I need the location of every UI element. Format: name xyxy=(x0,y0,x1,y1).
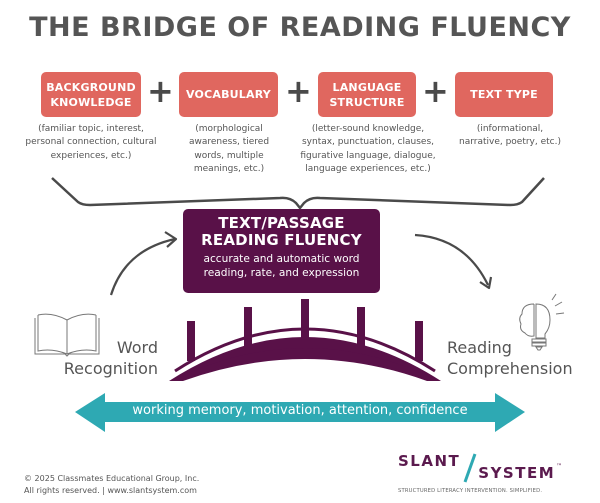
factor-label-line2: KNOWLEDGE xyxy=(50,95,132,109)
label-line1: Word xyxy=(116,338,158,357)
factor-vocabulary: VOCABULARY xyxy=(179,72,278,117)
label-line1: Reading xyxy=(447,338,512,357)
plus-icon: + xyxy=(422,72,449,110)
logo-word1: SLANT xyxy=(398,452,461,470)
desc-line: language experiences, etc.) xyxy=(305,163,431,174)
label-line2: Recognition xyxy=(63,359,158,378)
factor-label-line1: BACKGROUND xyxy=(46,80,136,94)
desc-line: meanings, etc.) xyxy=(193,163,265,174)
desc-line: (letter-sound knowledge, xyxy=(311,124,425,134)
plus-icon: + xyxy=(147,72,174,110)
factor-description: (morphological awareness, tiered words, … xyxy=(176,123,282,176)
open-book-icon xyxy=(34,313,100,357)
factor-label-line1: VOCABULARY xyxy=(186,88,271,101)
logo-word2: SYSTEM xyxy=(478,464,556,482)
copyright-text: © 2025 Classmates Educational Group, Inc… xyxy=(24,474,200,483)
desc-line: syntax, punctuation, clauses, xyxy=(301,137,435,148)
desc-line: figurative language, dialogue, xyxy=(300,150,436,161)
desc-line: (morphological xyxy=(195,124,263,134)
curved-arrow-down-icon xyxy=(414,233,493,290)
word-recognition-label: Word Recognition xyxy=(58,337,158,379)
reading-comprehension-label: Reading Comprehension xyxy=(447,337,573,379)
factor-description: (familiar topic, interest, personal conn… xyxy=(18,123,164,163)
brain-lightbulb-icon xyxy=(519,293,565,351)
footer: © 2025 Classmates Educational Group, Inc… xyxy=(24,473,199,497)
desc-line: awareness, tiered xyxy=(188,137,270,148)
fluency-title-line2: READING FLUENCY xyxy=(201,231,362,249)
factor-description: (informational, narrative, poetry, etc.) xyxy=(450,123,570,150)
double-arrow-icon xyxy=(75,393,525,432)
factor-text-type: TEXT TYPE xyxy=(455,72,553,117)
fluency-sub-line2: reading, rate, and expression xyxy=(203,266,360,279)
desc-line: words, multiple xyxy=(194,150,264,161)
plus-icon: + xyxy=(285,72,312,110)
factor-label-line1: LANGUAGE xyxy=(332,80,402,94)
desc-line: narrative, poetry, etc.) xyxy=(458,137,561,148)
factor-label-line2: STRUCTURE xyxy=(329,95,405,109)
label-line2: Comprehension xyxy=(447,359,573,378)
bridge-icon xyxy=(169,299,441,381)
slant-system-logo: SLANT SYSTEM ™ STRUCTURED LITERACY INTER… xyxy=(398,452,598,500)
page-title: THE BRIDGE OF READING FLUENCY xyxy=(29,12,571,43)
desc-line: (familiar topic, interest, xyxy=(38,124,144,134)
rights-text[interactable]: All rights reserved. | www.slantsystem.c… xyxy=(24,486,197,495)
factor-label-line1: TEXT TYPE xyxy=(470,88,538,101)
foundation-text: working memory, motivation, attention, c… xyxy=(132,403,468,418)
curly-brace-icon xyxy=(51,177,545,210)
desc-line: experiences, etc.) xyxy=(50,150,132,161)
desc-line: (informational, xyxy=(476,124,544,134)
logo-tm: ™ xyxy=(556,463,563,470)
fluency-box: TEXT/PASSAGE READING FLUENCY accurate an… xyxy=(183,209,380,293)
curved-arrow-up-icon xyxy=(109,231,178,296)
fluency-title-line1: TEXT/PASSAGE xyxy=(218,214,345,232)
slash-icon xyxy=(463,453,477,483)
factor-description: (letter-sound knowledge, syntax, punctua… xyxy=(292,123,444,176)
desc-line: personal connection, cultural xyxy=(25,137,157,148)
logo-tagline: STRUCTURED LITERACY INTERVENTION. SIMPLI… xyxy=(398,488,543,494)
fluency-sub-line1: accurate and automatic word xyxy=(203,253,360,265)
